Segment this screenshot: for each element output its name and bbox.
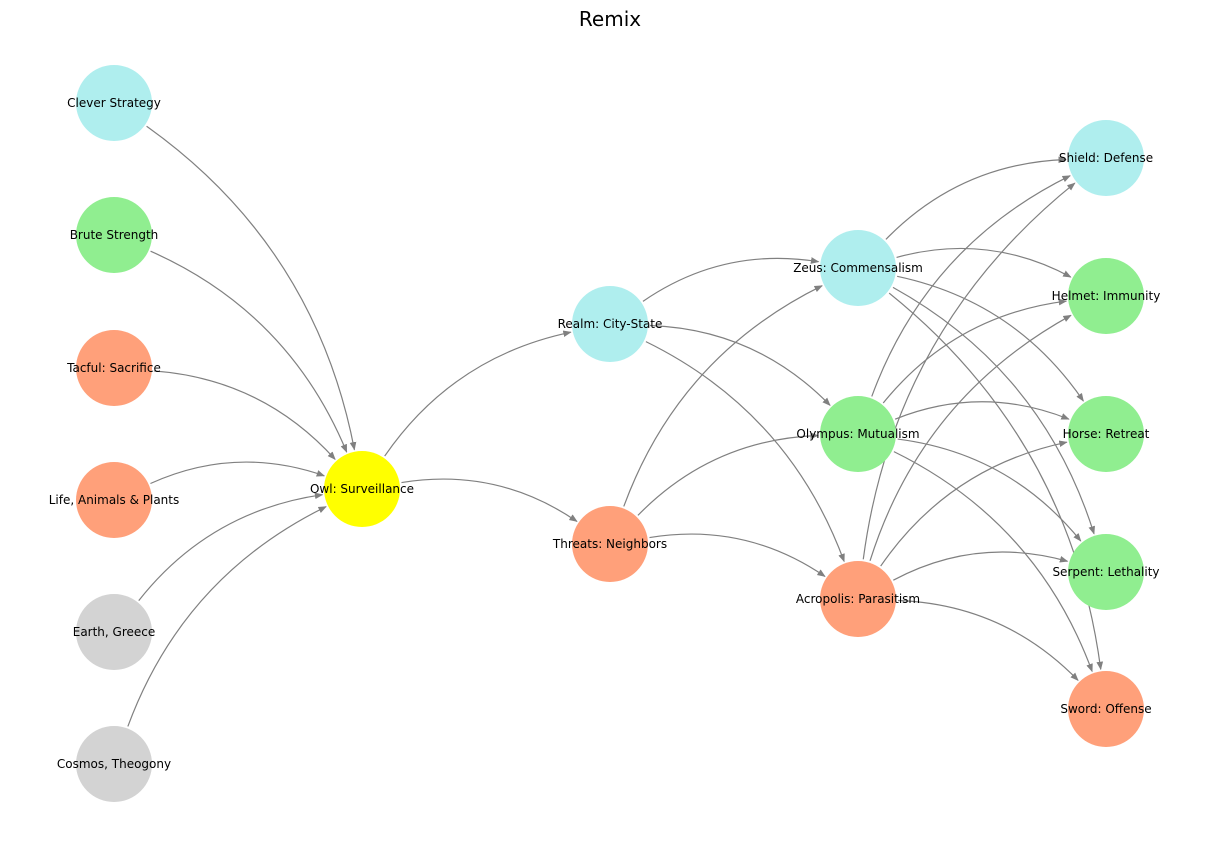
node-threats-circle: [572, 506, 648, 582]
node-realm: Realm: City-State: [558, 286, 663, 362]
edge-zeus-to-sword: [888, 292, 1104, 671]
edge-zeus-to-horse: [897, 275, 1084, 402]
node-brute: Brute Strength: [70, 197, 159, 273]
edge-zeus-to-shield: [885, 156, 1067, 240]
node-horse-circle: [1068, 396, 1144, 472]
node-zeus-label: Zeus: Commensalism: [793, 261, 923, 275]
node-clever: Clever Strategy: [67, 65, 161, 141]
edge-owl-to-realm: [384, 330, 572, 457]
node-serpent-circle: [1068, 534, 1144, 610]
edge-brute-to-owl: [150, 250, 348, 453]
edge-acropolis-to-sword: [897, 599, 1079, 681]
node-helmet-label: Helmet: Immunity: [1052, 289, 1161, 303]
node-zeus-circle: [820, 230, 896, 306]
edge-olympus-to-shield: [871, 175, 1071, 397]
node-acropolis-label: Acropolis: Parasitism: [796, 592, 920, 606]
node-life-label: Life, Animals & Plants: [49, 493, 180, 507]
node-sword-circle: [1068, 671, 1144, 747]
node-life: Life, Animals & Plants: [49, 462, 180, 538]
edge-tacful-to-owl: [153, 370, 336, 460]
node-cosmos-circle: [76, 726, 152, 802]
node-horse: Horse: Retreat: [1063, 396, 1150, 472]
node-owl-label: Owl: Surveillance: [310, 482, 414, 496]
edge-acropolis-to-helmet: [869, 314, 1072, 562]
edge-life-to-owl: [150, 461, 326, 485]
node-tacful-label: Tacful: Sacrifice: [66, 361, 161, 375]
edge-acropolis-to-serpent: [893, 551, 1069, 581]
node-realm-circle: [572, 286, 648, 362]
edge-earth-to-owl: [138, 492, 324, 601]
node-earth-circle: [76, 594, 152, 670]
node-threats: Threats: Neighbors: [552, 506, 667, 582]
node-tacful: Tacful: Sacrifice: [66, 330, 161, 406]
node-shield-label: Shield: Defense: [1059, 151, 1153, 165]
node-helmet-circle: [1068, 258, 1144, 334]
node-tacful-circle: [76, 330, 152, 406]
node-earth: Earth, Greece: [73, 594, 156, 670]
node-olympus: Olympus: Mutualism: [796, 396, 920, 472]
node-olympus-label: Olympus: Mutualism: [796, 427, 919, 441]
node-cosmos-label: Cosmos, Theogony: [57, 757, 171, 771]
edge-olympus-to-sword: [893, 451, 1093, 673]
node-acropolis: Acropolis: Parasitism: [796, 561, 920, 637]
node-olympus-circle: [820, 396, 896, 472]
edge-realm-to-olympus: [649, 324, 831, 406]
edge-realm-to-acropolis: [645, 341, 845, 563]
node-serpent: Serpent: Lethality: [1052, 534, 1160, 610]
edge-cosmos-to-owl: [127, 506, 327, 727]
edge-threats-to-olympus: [637, 432, 819, 516]
edge-zeus-to-helmet: [896, 247, 1072, 278]
edge-olympus-to-horse: [894, 401, 1070, 420]
node-clever-circle: [76, 65, 152, 141]
node-life-circle: [76, 462, 152, 538]
node-sword-label: Sword: Offense: [1060, 702, 1151, 716]
node-threats-label: Threats: Neighbors: [552, 537, 667, 551]
node-serpent-label: Serpent: Lethality: [1052, 565, 1159, 579]
edge-zeus-to-serpent: [892, 286, 1095, 535]
node-zeus: Zeus: Commensalism: [793, 230, 923, 306]
node-cosmos: Cosmos, Theogony: [57, 726, 171, 802]
diagram-title: Remix: [579, 7, 641, 31]
node-owl: Owl: Surveillance: [310, 451, 414, 527]
edges-layer: [127, 125, 1104, 727]
edge-olympus-to-helmet: [882, 298, 1068, 404]
edge-olympus-to-serpent: [897, 438, 1082, 542]
node-shield-circle: [1068, 120, 1144, 196]
edge-owl-to-threats: [401, 478, 578, 522]
edge-threats-to-zeus: [623, 285, 823, 507]
node-sword: Sword: Offense: [1060, 671, 1152, 747]
node-acropolis-circle: [820, 561, 896, 637]
node-realm-label: Realm: City-State: [558, 317, 663, 331]
edge-acropolis-to-horse: [880, 440, 1068, 567]
node-horse-label: Horse: Retreat: [1063, 427, 1150, 441]
node-brute-label: Brute Strength: [70, 228, 159, 242]
edge-clever-to-owl: [146, 125, 357, 451]
edge-realm-to-zeus: [642, 257, 820, 302]
edge-threats-to-acropolis: [649, 533, 826, 577]
node-shield: Shield: Defense: [1059, 120, 1153, 196]
edge-acropolis-to-shield: [862, 182, 1076, 560]
node-clever-label: Clever Strategy: [67, 96, 161, 110]
node-helmet: Helmet: Immunity: [1052, 258, 1161, 334]
node-earth-label: Earth, Greece: [73, 625, 156, 639]
node-brute-circle: [76, 197, 152, 273]
node-owl-circle: [324, 451, 400, 527]
